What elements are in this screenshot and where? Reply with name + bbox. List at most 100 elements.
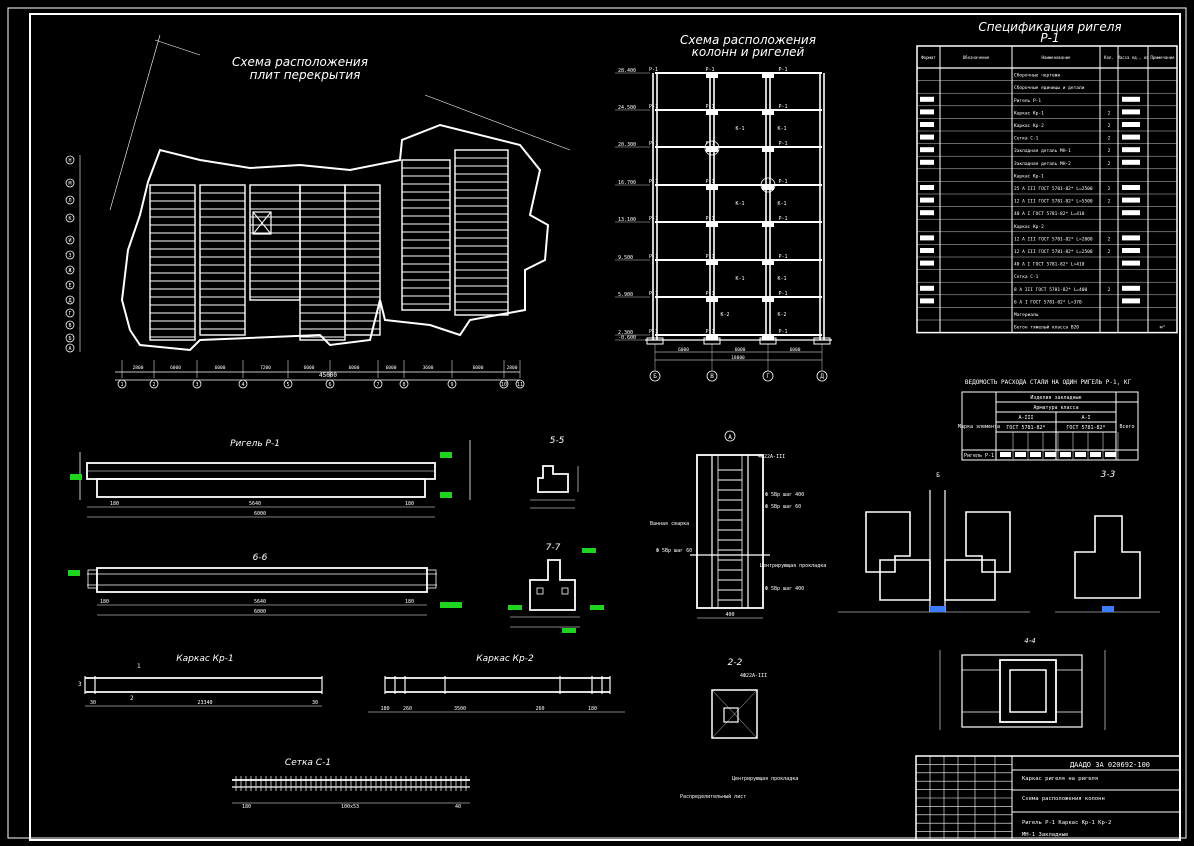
frame-total: 18000 <box>731 355 745 361</box>
plan-axis-label: 1 <box>120 382 123 388</box>
frame-corbel <box>706 297 718 302</box>
beam-label: Р-1 <box>778 104 787 110</box>
s22-rebar: 4Ф22А-III <box>740 673 767 679</box>
kr2-dim: 260 <box>535 706 544 712</box>
spec-format-mark <box>920 260 934 266</box>
mark-77-left <box>508 605 522 610</box>
frame-corbel <box>762 222 774 227</box>
plan-left-label: Ж <box>68 268 71 274</box>
level-label: -0.600 <box>618 335 636 341</box>
frame-corbel <box>706 222 718 227</box>
rigel-title: Ригель Р-1 <box>230 439 280 449</box>
spec-header: Масса ед., кг <box>1117 55 1148 60</box>
column-label: К-1 <box>735 126 744 132</box>
node-left-1: Ванная сварка <box>650 521 689 527</box>
plan-left-label: И <box>68 238 71 244</box>
plan-axis-label: 7 <box>376 382 379 388</box>
spec-cell-name: Каркас Кр-2 <box>1014 123 1044 129</box>
outer-frame <box>7 7 1187 839</box>
stamp-line4: МН-1 Закладные <box>1022 832 1068 838</box>
node-a-label: А <box>728 434 732 441</box>
spec-cell-name: Материалы <box>1014 312 1039 318</box>
frame-axis-label: Д <box>820 373 824 380</box>
level-label: 13.100 <box>618 217 636 223</box>
f1-mark-2: 2 <box>130 695 134 702</box>
plan-left-label: Е <box>68 283 71 289</box>
spec-cell-qty: 2 <box>1108 236 1111 242</box>
plan-axis-label: 10 <box>501 382 507 388</box>
slab-block <box>299 184 346 341</box>
spec-format-mark <box>920 134 934 140</box>
spec-mass-mark <box>1122 260 1140 266</box>
span-dim: 6000 <box>678 347 689 353</box>
s22-note-2: Распределительный лист <box>680 794 746 800</box>
level-label: 24.500 <box>618 105 636 111</box>
plan-left-bubble <box>65 213 75 223</box>
spec-cell-name: Ригель Р-1 <box>1014 98 1041 104</box>
beam-label: Р-1 <box>705 104 714 110</box>
steel-gost1: ГОСТ 5781-82* <box>1006 425 1045 431</box>
plan-axis-bubble <box>373 379 383 389</box>
spec-mass-mark <box>1122 185 1140 190</box>
spec-mass-mark <box>1122 210 1140 216</box>
mark-77-right <box>590 605 604 610</box>
f1-dim-2: 23340 <box>197 700 212 706</box>
f1-mark-1: 1 <box>137 663 141 670</box>
plan-axis-bubble <box>192 379 202 389</box>
steel-cell-value <box>1030 452 1041 457</box>
spec-format-mark <box>920 285 934 291</box>
spec-format-mark <box>920 210 934 216</box>
spec-cell-name: Сборочные единицы и детали <box>1014 84 1085 91</box>
spec-cell-qty: 2 <box>1108 199 1111 205</box>
frame-axis-label: Г <box>766 373 770 380</box>
beam-label: Р-1 <box>705 291 714 297</box>
spec-format-mark <box>920 159 934 165</box>
s66-title: 6-6 <box>253 553 268 563</box>
steel-cell-value <box>1000 452 1011 457</box>
node-dim: 400 <box>725 612 734 618</box>
spec-cell-qty: 2 <box>1108 123 1111 129</box>
level-label: 20.300 <box>618 142 636 148</box>
s66-total: 6000 <box>254 609 266 615</box>
column-label: К-2 <box>777 312 786 318</box>
plan-axis-label: 5 <box>286 382 289 388</box>
plan-title-1: Схема расположения <box>232 55 368 69</box>
spec-header: Примечание <box>1150 55 1175 60</box>
node-left-2: Ф 5Вр шаг 60 <box>656 548 692 554</box>
frame-footing <box>646 337 664 345</box>
slab-block <box>199 184 246 336</box>
steel-cell-value <box>1105 452 1116 457</box>
node-rebar: 4Ф22А-III <box>758 454 785 460</box>
column-label: К-1 <box>777 276 786 282</box>
spec-format-mark <box>920 298 934 304</box>
spec-cell-name: Закладная деталь МН-2 <box>1014 161 1071 167</box>
spec-cell-name: Каркас Кр-2 <box>1014 224 1044 230</box>
spec-cell-name: 6 А I ГОСТ 5781-82* L=370 <box>1014 299 1082 305</box>
section-22: 2-2 4Ф22А-III Центрирующая прокладка Рас… <box>680 658 798 800</box>
spec-cell-qty: 2 <box>1108 186 1111 192</box>
beam-label: Р-1 <box>778 141 787 147</box>
s33-plate <box>1102 606 1114 612</box>
spec-header: Кол. <box>1104 55 1114 60</box>
plan-dim: 2800 <box>507 365 518 371</box>
plan-axis-label: 6 <box>328 382 331 388</box>
beam-label: Р-1 <box>778 254 787 260</box>
plan-left-bubble <box>65 320 75 330</box>
beam-label: Р-1 <box>705 254 714 260</box>
plan-left-label: В <box>68 323 71 329</box>
mesh-c1: Сетка С-1 180 100x53 40 <box>232 758 470 810</box>
plan-axis-bubble <box>117 379 127 389</box>
plan-left-bubble <box>65 155 75 165</box>
spec-cell-name: Сетка С-1 <box>1014 136 1039 142</box>
spec-mass-mark <box>1122 285 1140 291</box>
frame-corbel <box>762 147 774 152</box>
spec-cell-name: Каркас Кр-1 <box>1014 173 1044 179</box>
mark-mn1-right <box>440 492 452 498</box>
spec-mass-mark <box>1122 298 1140 304</box>
plan-axis-label: 2 <box>152 382 155 388</box>
plan-dim: 6000 <box>473 365 484 371</box>
frame-kr1: Каркас Кр-1 30 23340 30 1 2 3 <box>78 654 323 707</box>
spec-mass-mark <box>1122 235 1140 241</box>
spec-format-mark <box>920 185 934 190</box>
